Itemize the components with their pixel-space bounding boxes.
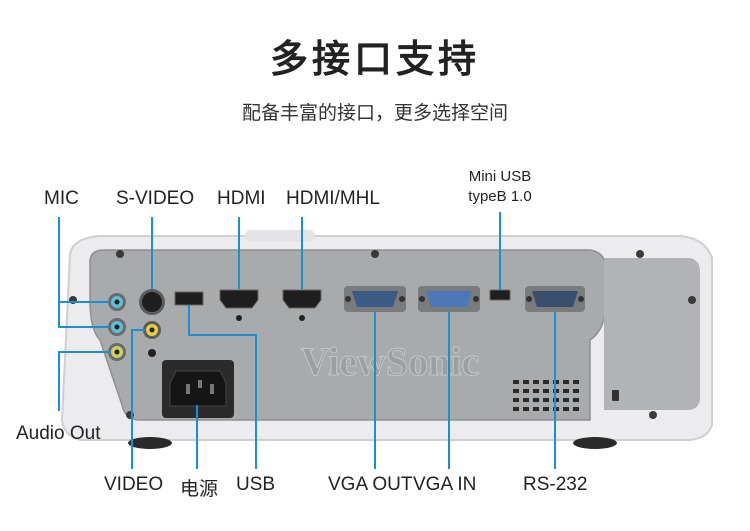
- callout-svideo: [151, 217, 153, 289]
- label-mini-usb-line2: typeB 1.0: [468, 188, 532, 205]
- label-mic: MIC: [44, 188, 79, 209]
- callout-audio-out: [58, 351, 110, 353]
- audio-out-jack: [108, 343, 126, 361]
- label-power: 电源: [180, 479, 219, 500]
- hdmi-port: [219, 289, 259, 309]
- label-video: VIDEO: [104, 474, 164, 495]
- callout-hdmi: [238, 217, 240, 289]
- svideo-port: [139, 289, 165, 315]
- label-audio-out: Audio Out: [16, 423, 101, 444]
- power-socket: [162, 360, 234, 418]
- page-title: 多接口支持: [269, 37, 480, 81]
- mini-usb-port: [489, 289, 511, 301]
- audio-in-jack: [108, 318, 126, 336]
- hdmi-mhl-port: [282, 289, 322, 309]
- vga-in-port: [418, 286, 480, 312]
- callout-vga-out: [374, 312, 376, 469]
- callout-usb: [188, 305, 190, 335]
- video-port: [143, 321, 161, 339]
- callout-mini-usb: [499, 212, 501, 290]
- label-vga-out: VGA OUT: [328, 474, 413, 495]
- label-mini-usb-line1: Mini USB: [468, 168, 532, 185]
- label-vga-in: VGA IN: [413, 474, 477, 495]
- label-hdmi: HDMI: [217, 188, 266, 209]
- label-svideo: S-VIDEO: [116, 188, 195, 209]
- mic-jack: [108, 293, 126, 311]
- callout-power: [196, 405, 198, 469]
- callout-vga-in: [448, 312, 450, 469]
- page-subtitle: 配备丰富的接口，更多选择空间: [241, 102, 508, 124]
- vent-grille: [513, 380, 579, 411]
- label-usb: USB: [236, 474, 276, 495]
- usb-port: [174, 291, 204, 306]
- label-hdmi-mhl: HDMI/MHL: [286, 188, 380, 209]
- label-mini-usb: Mini USB typeB 1.0: [458, 167, 542, 207]
- brand-logo: ViewSonic: [301, 339, 480, 384]
- vga-out-port: [344, 286, 406, 312]
- rs232-port: [525, 286, 585, 312]
- callout-rs232: [554, 312, 556, 469]
- callout-video: [131, 329, 145, 331]
- callout-hdmi-mhl: [301, 217, 303, 289]
- label-rs232: RS-232: [523, 474, 588, 495]
- callout-mic: [58, 217, 60, 328]
